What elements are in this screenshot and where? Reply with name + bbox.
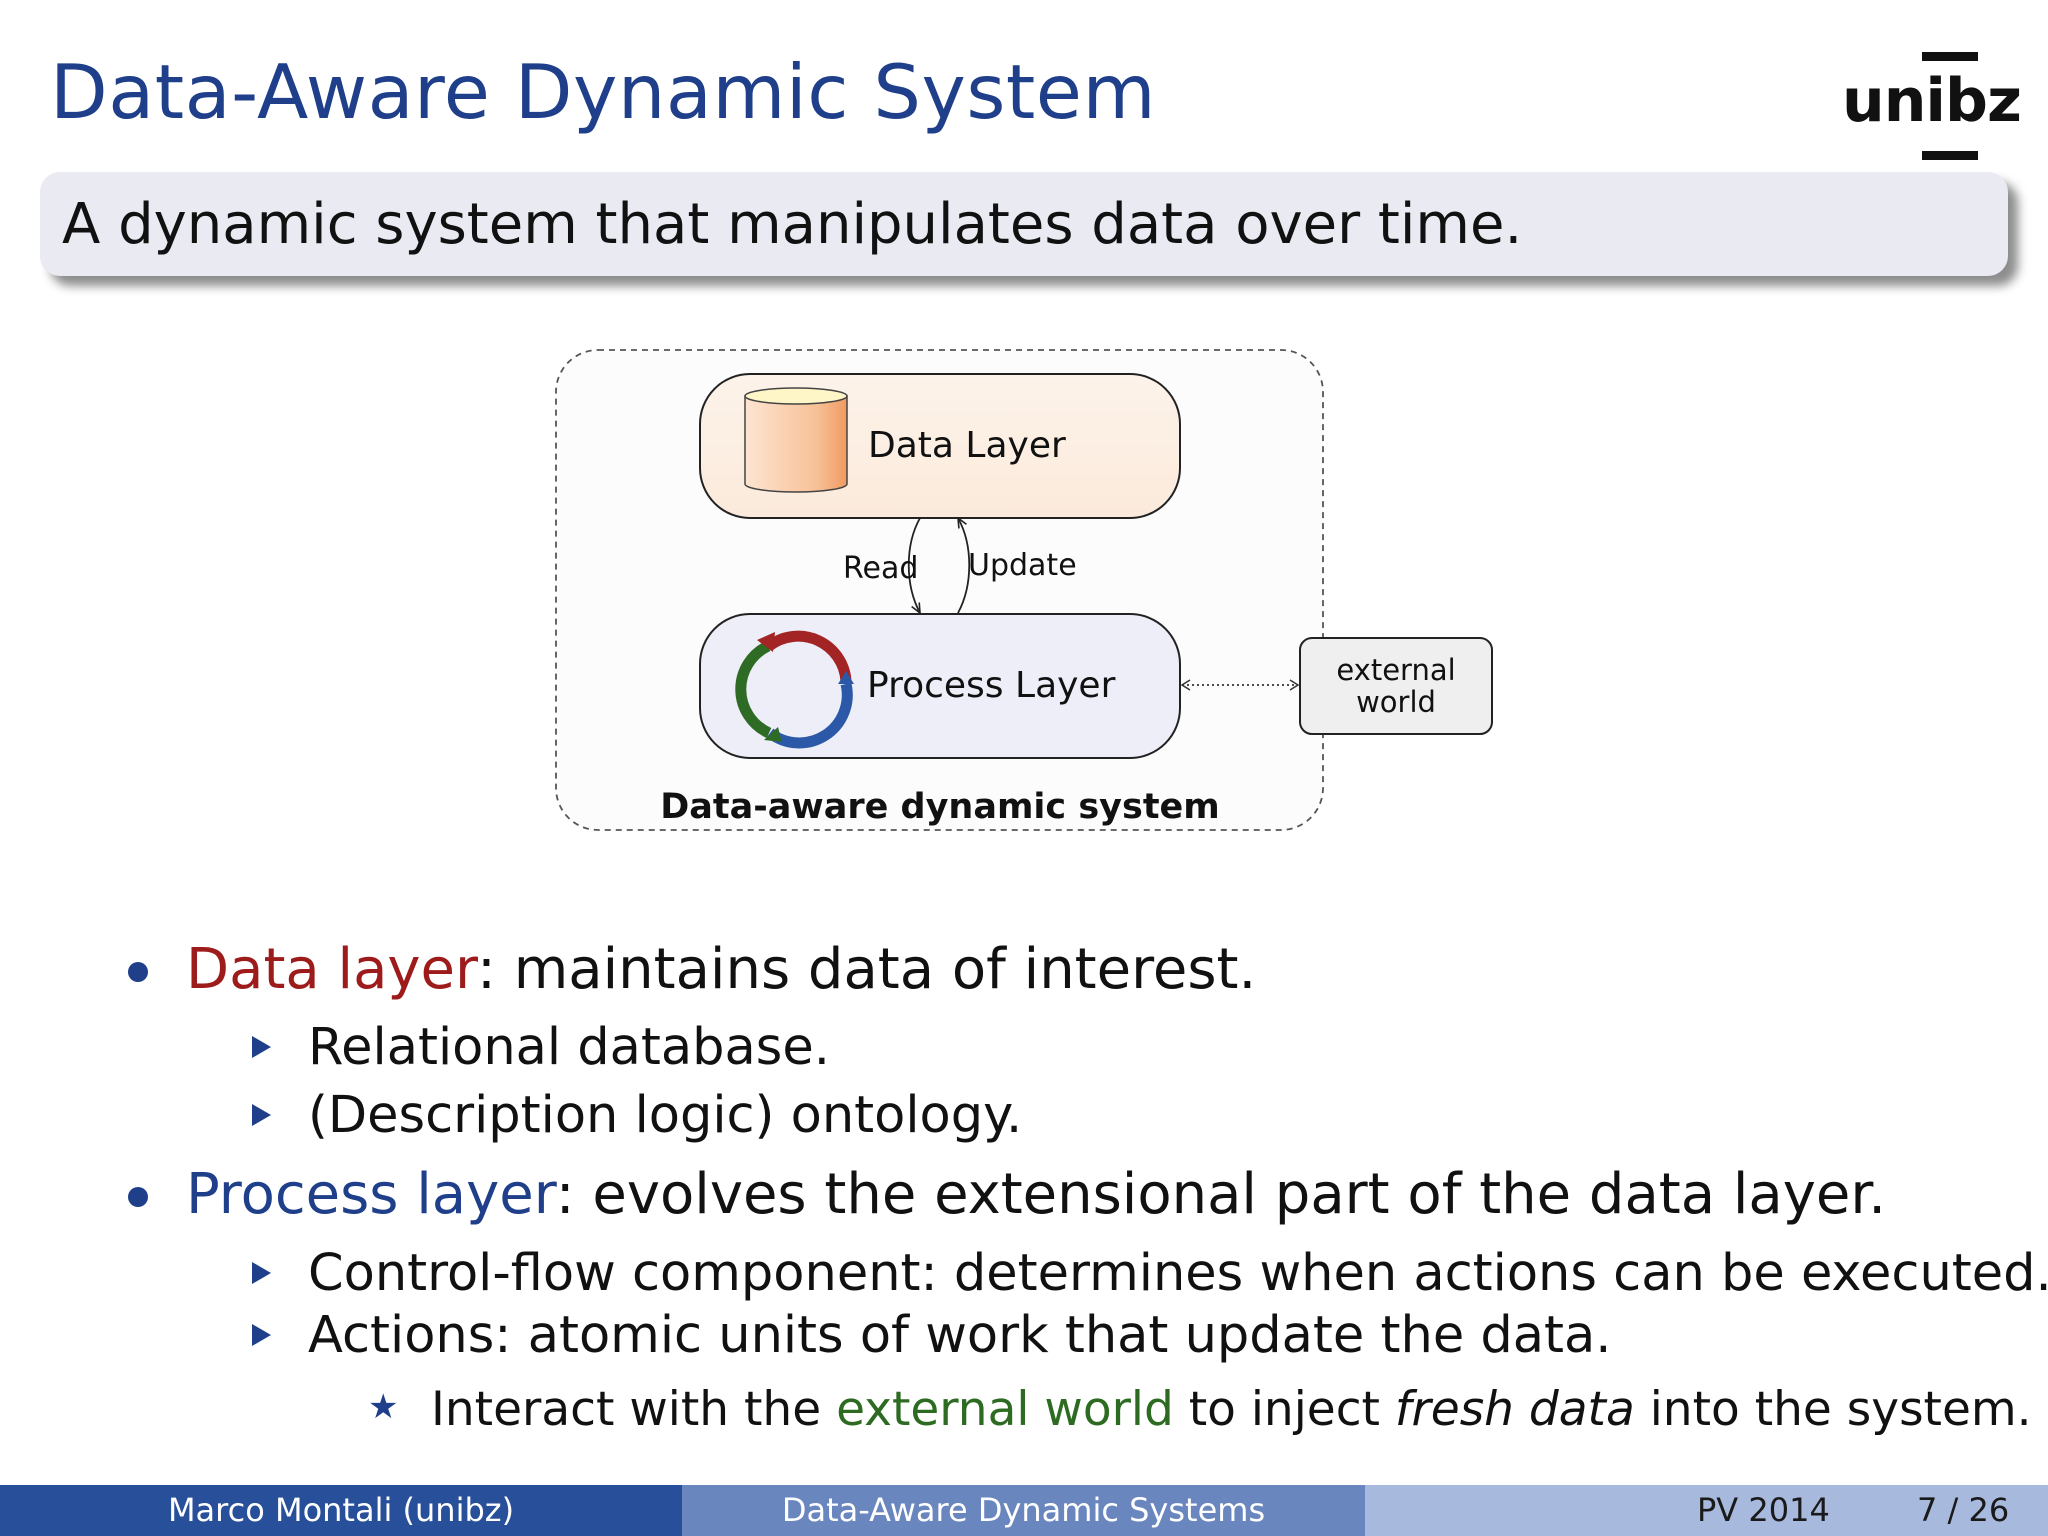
sub-bullet-marker bbox=[252, 1324, 271, 1346]
sub-bullet-marker bbox=[252, 1104, 271, 1126]
sub-bullet-ontology: (Description logic) ontology. bbox=[308, 1086, 1023, 1145]
logo-text: unibz bbox=[1842, 66, 2022, 136]
bullet-list: Data layer: maintains data of interest. … bbox=[128, 937, 2048, 1437]
system-label: Data-aware dynamic system bbox=[660, 787, 1220, 827]
logo-top-bar bbox=[1922, 52, 1978, 61]
sub-bullet-relational: Relational database. bbox=[308, 1018, 830, 1077]
bullet-data-layer: Data layer: maintains data of interest. bbox=[186, 937, 1256, 1002]
footer-author: Marco Montali (unibz) bbox=[0, 1485, 682, 1536]
footer-talk-title: Data-Aware Dynamic Systems bbox=[682, 1485, 1365, 1536]
term-data-layer: Data layer bbox=[186, 937, 478, 1002]
update-arrow bbox=[958, 518, 971, 614]
read-arrow bbox=[907, 517, 920, 613]
process-layer-box bbox=[699, 613, 1181, 759]
cycle-icon bbox=[735, 630, 854, 749]
bullet-process-layer-text: : evolves the extensional part of the da… bbox=[555, 1162, 1886, 1227]
term-process-layer: Process layer bbox=[186, 1162, 556, 1227]
read-label: Read bbox=[843, 551, 918, 586]
term-fresh-data: fresh data bbox=[1394, 1382, 1635, 1437]
star-bullet-marker: ★ bbox=[368, 1387, 399, 1427]
external-connection-left-head bbox=[1180, 679, 1191, 691]
process-layer-label: Process Layer bbox=[867, 665, 1116, 706]
sub-bullet-control-flow: Control-flow component: determines when … bbox=[308, 1244, 2048, 1303]
logo-bottom-bar bbox=[1922, 151, 1978, 160]
bullet-process-layer: Process layer: evolves the extensional p… bbox=[186, 1162, 1886, 1227]
footer-right: PV 2014 7 / 26 bbox=[1365, 1485, 2048, 1536]
subsub-bullet-interact: Interact with the external world to inje… bbox=[431, 1382, 2032, 1437]
bullet-data-layer-text: : maintains data of interest. bbox=[477, 937, 1257, 1002]
unibz-logo: unibz bbox=[1840, 52, 2022, 162]
external-world-line1: external bbox=[1336, 653, 1455, 687]
slide-title: Data-Aware Dynamic System bbox=[50, 48, 1157, 136]
subsub-text-mid: to inject bbox=[1173, 1382, 1395, 1437]
term-external-world: external world bbox=[836, 1382, 1174, 1437]
external-world-box bbox=[1299, 637, 1493, 735]
external-world-line2: world bbox=[1356, 685, 1436, 719]
sub-bullet-marker bbox=[252, 1262, 271, 1284]
bullet-dot bbox=[128, 1187, 148, 1207]
external-connection-right-head bbox=[1289, 679, 1300, 691]
bullet-dot bbox=[128, 962, 148, 982]
data-layer-label: Data Layer bbox=[868, 425, 1066, 466]
footer-page-number: 7 / 26 bbox=[1917, 1491, 2010, 1529]
subsub-text-post: into the system. bbox=[1634, 1382, 2032, 1437]
database-icon bbox=[744, 387, 848, 493]
sub-bullet-marker bbox=[252, 1036, 271, 1058]
definition-text: A dynamic system that manipulates data o… bbox=[62, 192, 1523, 257]
definition-block: A dynamic system that manipulates data o… bbox=[40, 172, 2008, 276]
footer-venue: PV 2014 bbox=[1697, 1491, 1830, 1529]
update-label: Update bbox=[968, 548, 1077, 583]
sub-bullet-actions: Actions: atomic units of work that updat… bbox=[308, 1306, 1612, 1365]
footer-bar: Marco Montali (unibz) Data-Aware Dynamic… bbox=[0, 1485, 2048, 1536]
subsub-text-pre: Interact with the bbox=[431, 1382, 837, 1437]
